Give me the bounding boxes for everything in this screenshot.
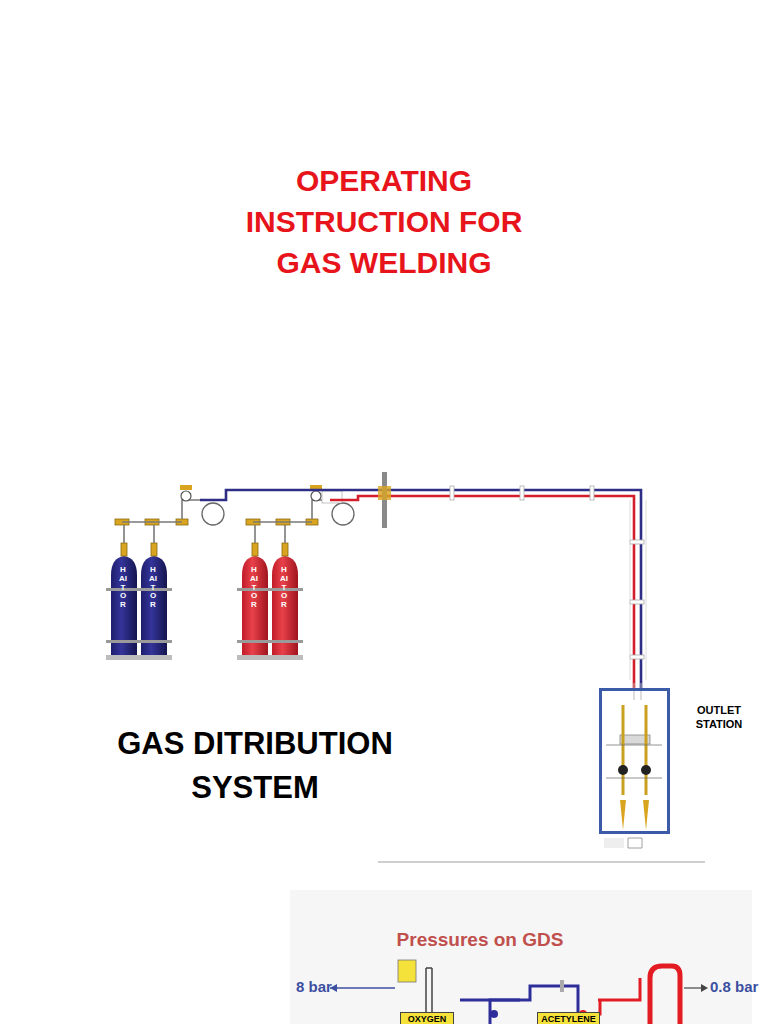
- page-title: OPERATING INSTRUCTION FOR GAS WELDING: [214, 160, 554, 283]
- gas-pipes: [200, 490, 641, 690]
- gas-label-box: OXYGEN: [400, 1012, 454, 1024]
- figure-title: Pressures on GDS: [360, 928, 600, 952]
- diagram-heading: GAS DITRIBUTION SYSTEM: [100, 722, 410, 810]
- cylinder-brand: HAITOR: [149, 566, 157, 610]
- station-label: OUTLET STATION: [684, 703, 754, 731]
- outlet-station-box: OUTLET STATION: [599, 688, 670, 834]
- gas-label-box: ACETYLENE: [537, 1012, 600, 1024]
- oxygen-cylinders: [106, 556, 172, 660]
- cylinder-brand: HAITOR: [280, 566, 288, 610]
- cylinder-brand: HAITOR: [119, 566, 127, 610]
- floor-line: [378, 861, 705, 863]
- outlet-station-fittings: [604, 683, 662, 848]
- cylinder-brand: HAITOR: [250, 566, 258, 610]
- pigtails: [122, 500, 330, 543]
- pressure-value: 8 bar: [296, 978, 332, 996]
- pressure-value: 0.8 bar: [710, 978, 758, 996]
- acetylene-cylinders: [237, 556, 303, 660]
- pipe-brackets: [450, 486, 644, 659]
- pressures-figure: [290, 890, 752, 1024]
- gas-name: OXYGEN: [408, 1013, 447, 1024]
- gas-name: ACETYLENE: [541, 1013, 596, 1024]
